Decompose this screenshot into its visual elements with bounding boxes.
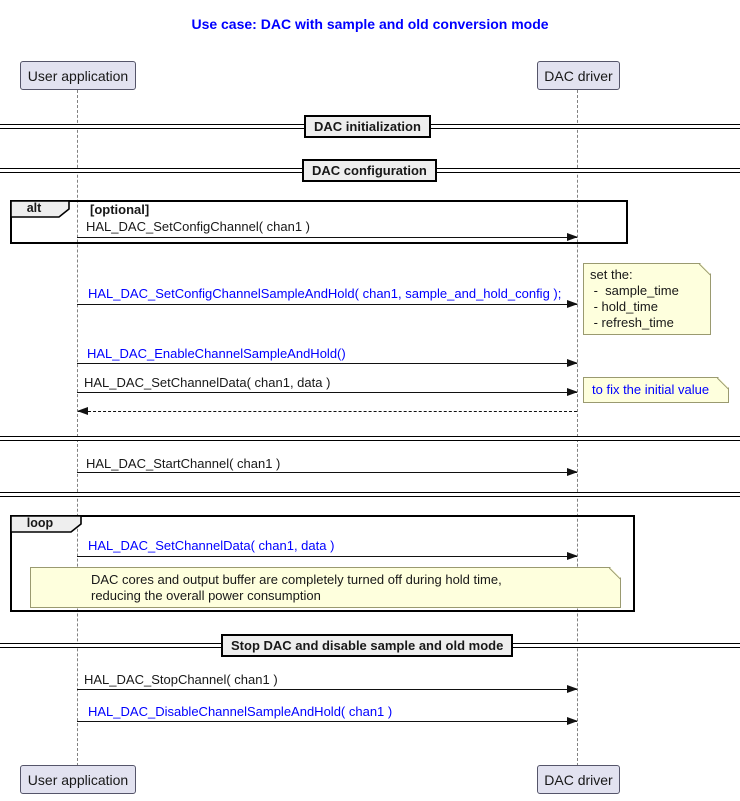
- participant-label: DAC driver: [544, 771, 613, 788]
- message-arrow-enable-sample-hold: [77, 359, 578, 367]
- participant-user-application-bottom: User application: [20, 765, 136, 794]
- alt-fragment: [10, 200, 628, 244]
- participant-label: User application: [27, 771, 129, 788]
- alt-fragment-pentagon: [10, 200, 70, 218]
- loop-fragment: [10, 515, 635, 612]
- divider-label-config: DAC configuration: [302, 159, 437, 182]
- note-line: - refresh_time: [590, 315, 674, 330]
- divider-line-plain-2: [0, 492, 740, 497]
- message-label-enable-sample-hold: HAL_DAC_EnableChannelSampleAndHold(): [87, 346, 346, 361]
- note-set-the: set the: - sample_time - hold_time - ref…: [583, 263, 711, 335]
- participant-user-application-top: User application: [20, 61, 136, 90]
- message-label-set-config-sample-hold: HAL_DAC_SetConfigChannelSampleAndHold( c…: [88, 286, 562, 301]
- message-arrow-loop-set-channel-data: [77, 552, 578, 560]
- participant-label: User application: [27, 67, 129, 84]
- message-label-start-channel: HAL_DAC_StartChannel( chan1 ): [86, 456, 281, 471]
- note-line: set the:: [590, 267, 633, 282]
- participant-dac-driver-bottom: DAC driver: [537, 765, 620, 794]
- note-line: DAC cores and output buffer are complete…: [91, 572, 502, 587]
- message-label-stop-channel: HAL_DAC_StopChannel( chan1 ): [84, 672, 278, 687]
- participant-dac-driver-top: DAC driver: [537, 61, 620, 90]
- diagram-title: Use case: DAC with sample and old conver…: [191, 16, 549, 32]
- alt-guard: [optional]: [90, 202, 150, 217]
- note-line: - hold_time: [590, 299, 658, 314]
- note-line: to fix the initial value: [592, 382, 710, 397]
- lifeline-user-application: [77, 90, 78, 766]
- message-label-loop-set-channel-data: HAL_DAC_SetChannelData( chan1, data ): [88, 538, 335, 553]
- note-fix-initial-value: to fix the initial value: [583, 377, 729, 403]
- participant-label: DAC driver: [544, 67, 613, 84]
- note-line: - sample_time: [590, 283, 679, 298]
- message-arrow-set-channel-data: [77, 388, 578, 396]
- note-line: reducing the overall power consumption: [91, 588, 321, 603]
- divider-label-init: DAC initialization: [304, 115, 431, 138]
- message-arrow-set-config-channel: [77, 233, 578, 241]
- lifeline-dac-driver: [577, 90, 578, 766]
- message-arrow-start-channel: [77, 468, 578, 476]
- message-label-set-config-channel: HAL_DAC_SetConfigChannel( chan1 ): [86, 219, 311, 234]
- message-label-disable-sample-hold: HAL_DAC_DisableChannelSampleAndHold( cha…: [88, 704, 393, 719]
- divider-label-stop: Stop DAC and disable sample and old mode: [221, 634, 514, 657]
- loop-keyword: loop: [26, 516, 54, 530]
- divider-line-plain-1: [0, 436, 740, 441]
- loop-fragment-pentagon: [10, 515, 82, 533]
- message-arrow-disable-sample-hold: [77, 717, 578, 725]
- alt-keyword: alt: [26, 201, 42, 215]
- message-arrow-set-config-sample-hold: [77, 300, 578, 308]
- message-arrow-stop-channel: [77, 685, 578, 693]
- message-label-set-channel-data: HAL_DAC_SetChannelData( chan1, data ): [84, 375, 331, 390]
- return-arrow: [77, 407, 577, 415]
- note-power-consumption: DAC cores and output buffer are complete…: [30, 567, 621, 608]
